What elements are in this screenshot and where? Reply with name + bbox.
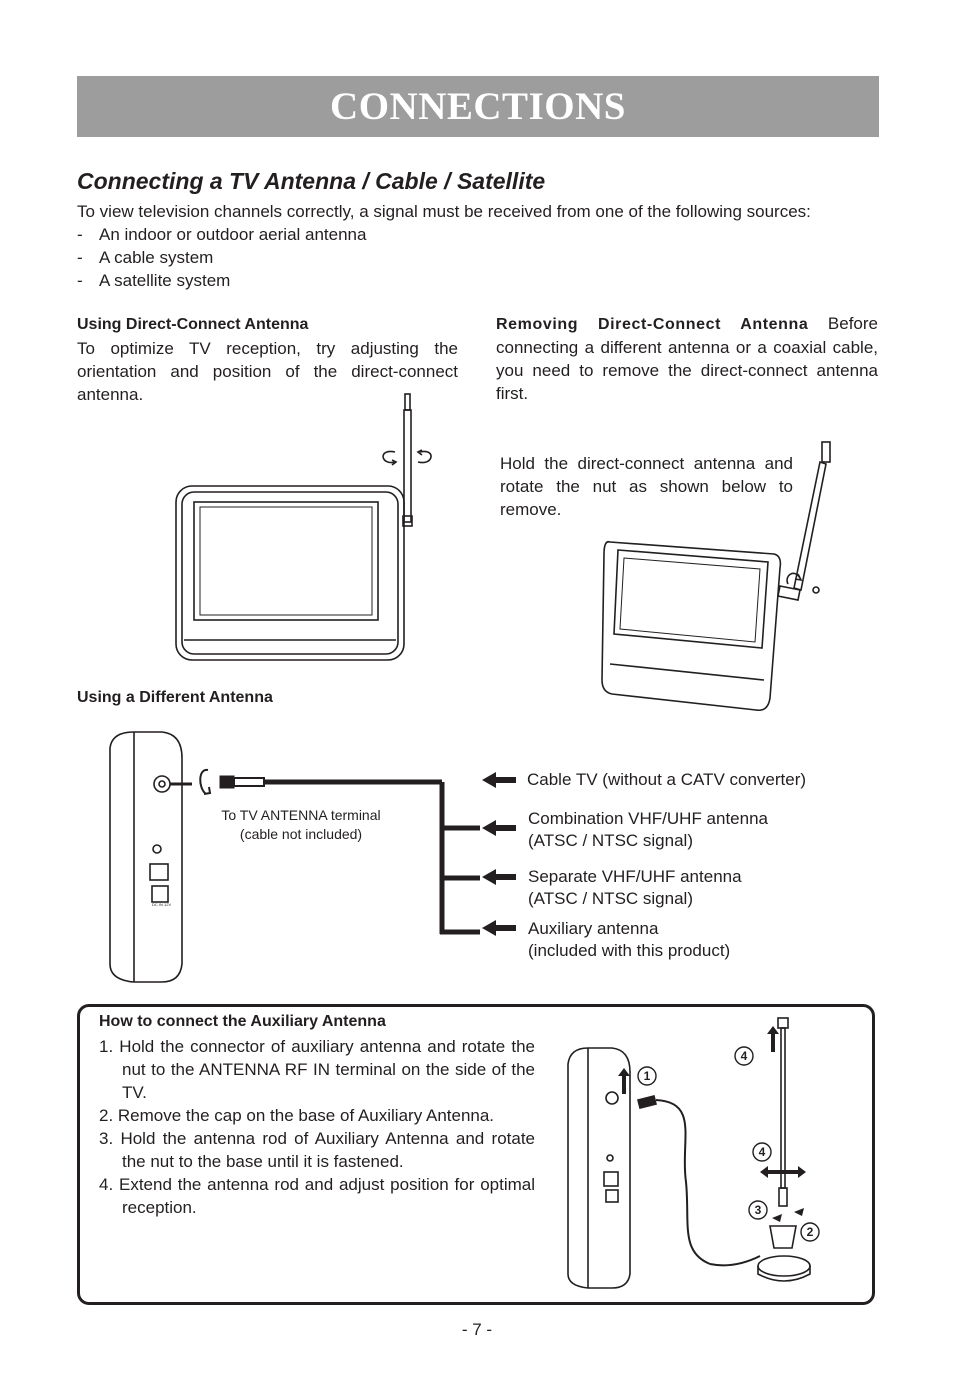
antenna-terminal <box>153 775 171 793</box>
up-arrow-icon <box>767 1026 779 1052</box>
tv-with-antenna-illustration <box>175 393 432 661</box>
removing-paragraph: Removing Direct-Connect Antenna Before c… <box>496 312 878 405</box>
source-arrows <box>482 772 516 936</box>
callout-3 <box>748 1200 768 1220</box>
callout-2 <box>800 1222 820 1242</box>
list-item: 1. Hold the connector of auxiliary anten… <box>99 1037 535 1102</box>
page-number: - 7 - <box>461 1320 493 1339</box>
tv-screen <box>193 501 379 621</box>
tv-side-connection-illustration: DC IN 12V <box>109 731 480 983</box>
antenna-rod <box>403 409 412 523</box>
left-arrow-icon <box>482 772 516 788</box>
source-option: Separate VHF/UHF antenna (ATSC / NTSC si… <box>528 867 742 908</box>
callout-1 <box>637 1066 657 1086</box>
direct-connect-heading: Using Direct-Connect Antenna <box>77 316 309 333</box>
callout-4 <box>752 1142 772 1162</box>
page-banner: CONNECTIONS <box>77 76 879 137</box>
tv-body <box>601 540 782 712</box>
terminal-note: To TV ANTENNA terminal (cable not includ… <box>221 807 381 842</box>
list-item: 4. Extend the antenna rod and adjust pos… <box>99 1175 535 1217</box>
svg-text:DC IN 12V: DC IN 12V <box>152 902 171 907</box>
aux-antenna-box <box>77 1004 875 1305</box>
list-item: 2. Remove the cap on the base of Auxilia… <box>99 1106 495 1125</box>
antenna-terminal <box>605 1091 619 1105</box>
removing-text: Before connecting a different antenna or… <box>496 314 878 403</box>
antenna-rod <box>780 1027 786 1189</box>
list-item: 3. Hold the antenna rod of Auxiliary Ant… <box>99 1129 535 1171</box>
aux-antenna-heading: How to connect the Auxiliary Antenna <box>99 1013 386 1030</box>
source-list: -An indoor or outdoor aerial antenna -A … <box>77 223 887 292</box>
list-item: -A cable system <box>77 248 214 267</box>
intro-text: To view television channels correctly, a… <box>77 202 811 221</box>
tv-side-panel <box>567 1047 631 1289</box>
section-title: Connecting a TV Antenna / Cable / Satell… <box>77 168 546 194</box>
rotate-arrow-right-icon <box>417 450 432 464</box>
rotate-arrow-icon <box>794 1208 804 1216</box>
list-item: -An indoor or outdoor aerial antenna <box>77 225 367 244</box>
antenna-cable <box>655 1099 711 1265</box>
svg-text:4: 4 <box>759 1145 766 1159</box>
antenna-rod <box>793 460 827 592</box>
source-option: Auxiliary antenna (included with this pr… <box>528 919 731 960</box>
left-arrow-icon <box>482 869 516 885</box>
tv-body <box>175 485 405 661</box>
hold-note: Hold the direct-connect antenna and rota… <box>500 454 793 519</box>
svg-text:3: 3 <box>755 1203 762 1217</box>
headphone-jack <box>152 844 162 854</box>
double-arrow-icon <box>760 1166 806 1178</box>
page-title: CONNECTIONS <box>330 85 626 128</box>
left-arrow-icon <box>482 820 516 836</box>
source-option: Combination VHF/UHF antenna (ATSC / NTSC… <box>528 809 769 850</box>
intro-block: To view television channels correctly, a… <box>77 200 887 292</box>
rotate-arrow-icon <box>772 1214 782 1222</box>
left-arrow-icon <box>482 920 516 936</box>
aux-antenna-steps: 1. Hold the connector of auxiliary anten… <box>99 1035 535 1219</box>
svg-text:1: 1 <box>644 1069 651 1083</box>
up-arrow-icon <box>618 1068 630 1094</box>
callout-4 <box>734 1046 754 1066</box>
source-option: Cable TV (without a CATV converter) <box>527 770 807 789</box>
aux-antenna-illustration: 1 2 3 4 4 <box>567 1017 820 1289</box>
direct-connect-text: To optimize TV reception, try adjusting … <box>77 339 458 404</box>
tv-side-panel <box>109 731 183 983</box>
coax-connector <box>233 777 265 787</box>
rotate-arrow-left-icon <box>382 450 397 464</box>
rotate-arrow-icon <box>199 768 209 795</box>
removing-heading: Removing Direct-Connect Antenna <box>496 316 809 333</box>
tv-screen <box>613 549 769 649</box>
different-antenna-heading: Using a Different Antenna <box>77 689 273 706</box>
list-item: -A satellite system <box>77 271 231 290</box>
svg-text:4: 4 <box>741 1049 748 1063</box>
svg-text:2: 2 <box>807 1225 814 1239</box>
tv-removing-antenna-illustration <box>601 441 831 712</box>
